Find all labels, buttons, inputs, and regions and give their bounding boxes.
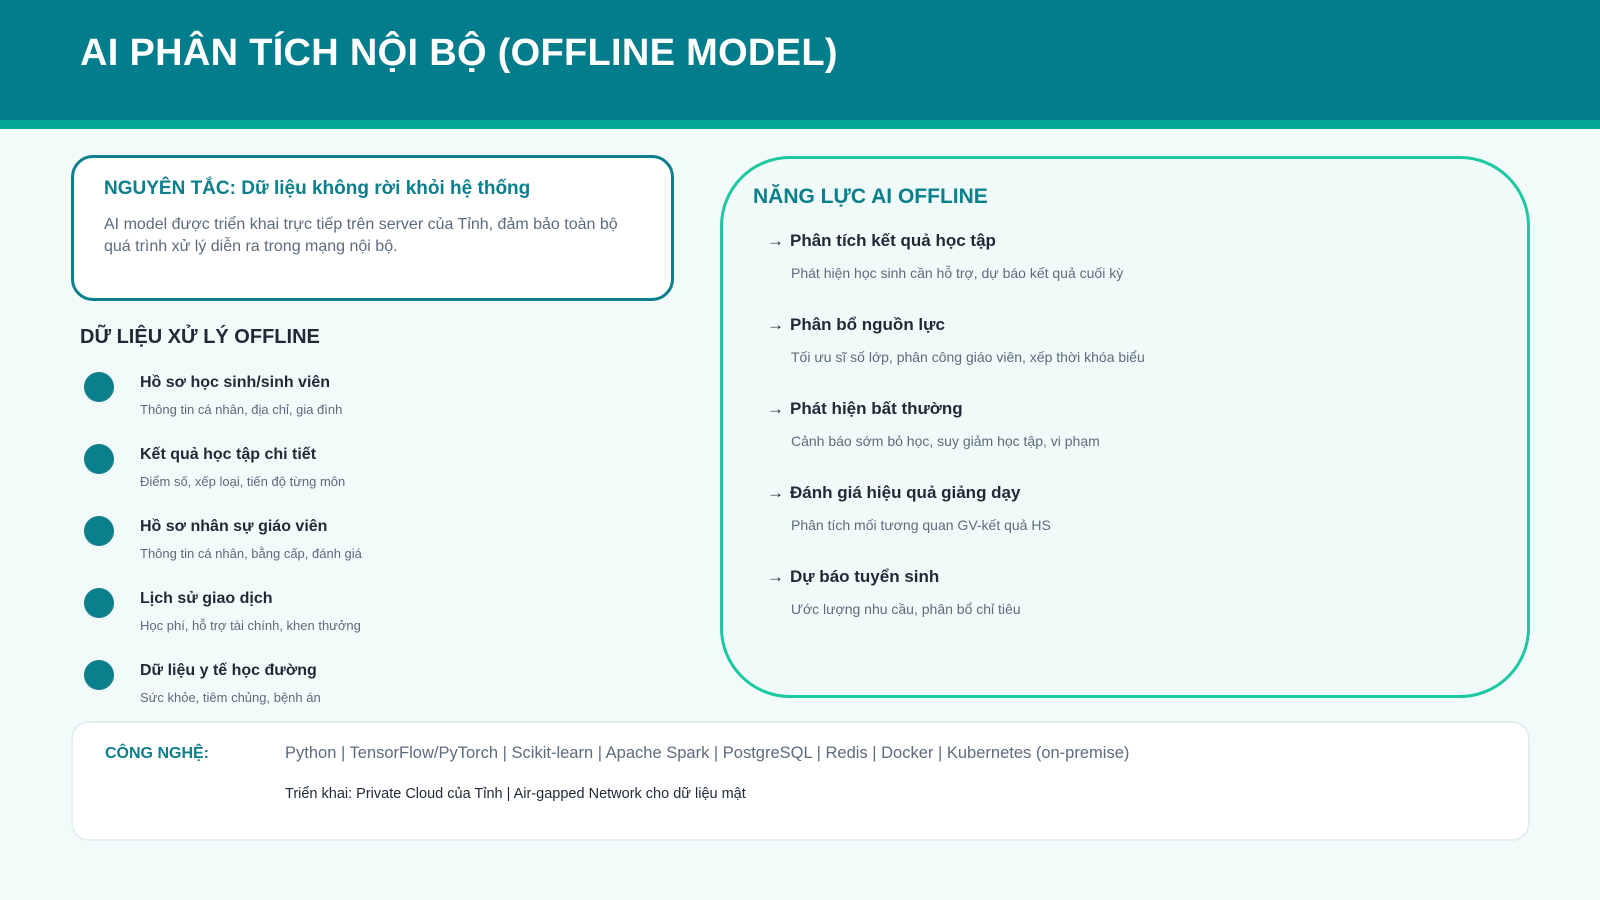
- data-section-title: DỮ LIỆU XỬ LÝ OFFLINE: [80, 326, 320, 348]
- bullet-dot-icon: [84, 660, 114, 690]
- tech-stack: Python | TensorFlow/PyTorch | Scikit-lea…: [285, 744, 1130, 762]
- capability-desc: Phân tích mối tương quan GV-kết quả HS: [791, 517, 1051, 533]
- bullet-dot-icon: [84, 444, 114, 474]
- bullet-dot-icon: [84, 516, 114, 546]
- arrow-right-icon: →: [767, 315, 784, 334]
- principle-card: NGUYÊN TẮC: Dữ liệu không rời khỏi hệ th…: [71, 155, 674, 301]
- capabilities-title: NĂNG LỰC AI OFFLINE: [753, 185, 988, 208]
- data-item-desc: Điểm số, xếp loại, tiến độ từng môn: [140, 474, 346, 489]
- capability-name: Phát hiện bất thường: [790, 399, 963, 418]
- header-accent-stripe: [0, 120, 1600, 129]
- capability-name: Phân tích kết quả học tập: [790, 231, 996, 250]
- arrow-right-icon: →: [767, 483, 784, 502]
- capability-desc: Cảnh báo sớm bỏ học, suy giảm học tập, v…: [791, 433, 1100, 449]
- bullet-dot-icon: [84, 588, 114, 618]
- page-title: AI PHÂN TÍCH NỘI BỘ (OFFLINE MODEL): [80, 32, 838, 74]
- capability-name: Phân bổ nguồn lực: [790, 315, 945, 334]
- bullet-dot-icon: [84, 372, 114, 402]
- principle-title: NGUYÊN TẮC: Dữ liệu không rời khỏi hệ th…: [104, 178, 531, 199]
- tech-deploy: Triển khai: Private Cloud của Tỉnh | Air…: [285, 786, 746, 802]
- data-item-name: Hồ sơ học sinh/sinh viên: [140, 374, 331, 391]
- data-item-desc: Học phí, hỗ trợ tài chính, khen thưởng: [140, 618, 361, 633]
- data-item-name: Hồ sơ nhân sự giáo viên: [140, 518, 328, 535]
- tech-card: CÔNG NGHỆ: Python | TensorFlow/PyTorch |…: [71, 721, 1530, 841]
- data-item-desc: Sức khỏe, tiêm chủng, bệnh án: [140, 690, 321, 705]
- capabilities-card: NĂNG LỰC AI OFFLINE → Phân tích kết quả h…: [720, 156, 1530, 698]
- data-item-name: Lịch sử giao dịch: [140, 590, 273, 607]
- header-bar: AI PHÂN TÍCH NỘI BỘ (OFFLINE MODEL): [0, 0, 1600, 120]
- data-item-desc: Thông tin cá nhân, địa chỉ, gia đình: [140, 402, 343, 417]
- capability-name: Dự báo tuyển sinh: [790, 567, 940, 586]
- capability-desc: Tối ưu sĩ số lớp, phân công giáo viên, x…: [791, 349, 1145, 365]
- data-item-name: Kết quả học tập chi tiết: [140, 446, 317, 463]
- arrow-right-icon: →: [767, 399, 784, 418]
- arrow-right-icon: →: [767, 567, 784, 586]
- capability-name: Đánh giá hiệu quả giảng dạy: [790, 483, 1021, 502]
- principle-text: AI model được triển khai trực tiếp trên …: [104, 216, 618, 255]
- data-item-desc: Thông tin cá nhân, bằng cấp, đánh giá: [140, 546, 362, 561]
- capability-desc: Ước lượng nhu cầu, phân bổ chỉ tiêu: [791, 601, 1021, 617]
- capability-desc: Phát hiện học sinh cần hỗ trợ, dự báo kế…: [791, 265, 1124, 281]
- tech-label: CÔNG NGHỆ:: [105, 745, 209, 762]
- data-item-name: Dữ liệu y tế học đường: [140, 662, 317, 679]
- arrow-right-icon: →: [767, 231, 784, 250]
